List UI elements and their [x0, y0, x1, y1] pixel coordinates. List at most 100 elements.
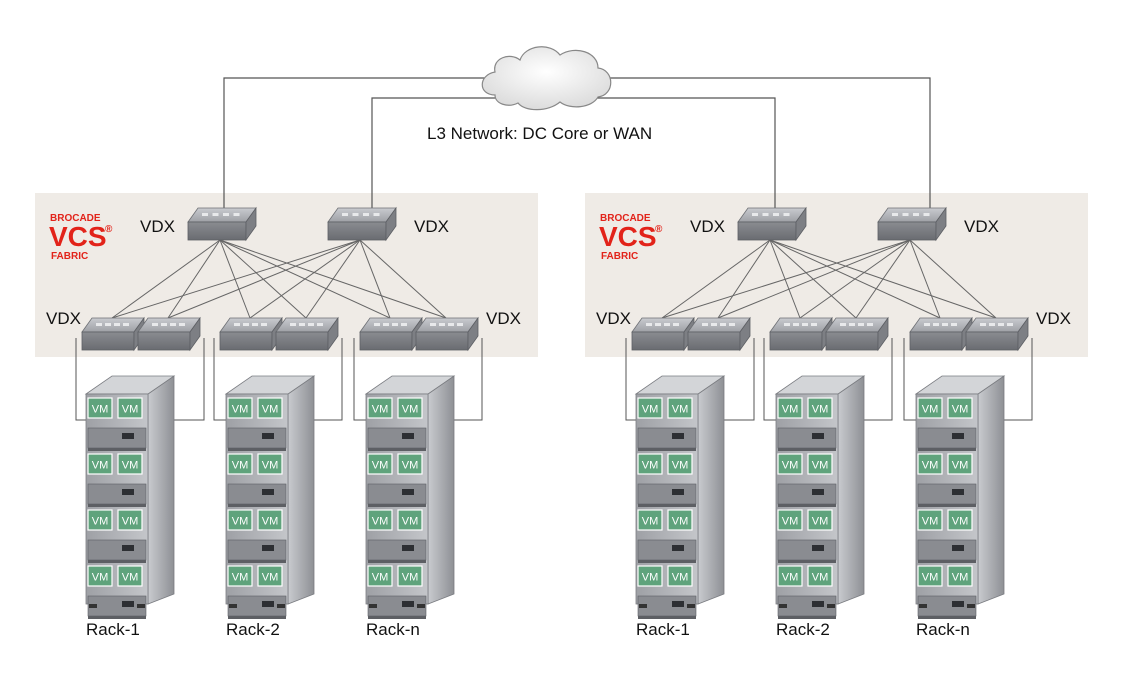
- network-label: L3 Network: DC Core or WAN: [427, 124, 652, 143]
- server-unit: [637, 483, 697, 505]
- logo-brand: BROCADE: [50, 213, 101, 224]
- vm-label: VM: [922, 404, 939, 416]
- server-unit: [777, 539, 837, 561]
- leaf-switch-icon: [965, 316, 1029, 352]
- mesh-link: [167, 239, 221, 319]
- vm-label: VM: [952, 516, 969, 528]
- vm-label: VM: [952, 460, 969, 472]
- rack-label: Rack-1: [636, 620, 690, 639]
- server-unit: [777, 427, 837, 449]
- logo-brand: BROCADE: [600, 213, 651, 224]
- vm-icon: VM: [367, 509, 393, 531]
- vm-label: VM: [922, 572, 939, 584]
- vm-label: VM: [642, 404, 659, 416]
- wan-uplinks: [223, 77, 931, 212]
- vm-label: VM: [782, 572, 799, 584]
- mesh-links: [111, 239, 447, 319]
- mesh-link: [661, 239, 771, 319]
- mesh-link: [249, 239, 361, 319]
- leaf-label: VDX: [46, 309, 81, 328]
- vm-label: VM: [232, 460, 249, 472]
- vm-icon: VM: [117, 565, 143, 587]
- vm-label: VM: [232, 516, 249, 528]
- vm-label: VM: [672, 404, 689, 416]
- rack-label: Rack-n: [916, 620, 970, 639]
- vm-icon: VM: [807, 453, 833, 475]
- vm-label: VM: [672, 516, 689, 528]
- vm-label: VM: [782, 460, 799, 472]
- vm-label: VM: [812, 572, 829, 584]
- vm-icon: VM: [637, 453, 663, 475]
- vm-icon: VM: [917, 453, 943, 475]
- vm-icon: VM: [637, 509, 663, 531]
- vm-label: VM: [402, 404, 419, 416]
- vm-icon: VM: [227, 453, 253, 475]
- vm-label: VM: [672, 460, 689, 472]
- vm-label: VM: [262, 460, 279, 472]
- vm-label: VM: [372, 460, 389, 472]
- vm-label: VM: [232, 572, 249, 584]
- leaf-label: VDX: [596, 309, 631, 328]
- vm-label: VM: [122, 404, 139, 416]
- server-unit: [917, 483, 977, 505]
- vm-icon: VM: [667, 397, 693, 419]
- vm-icon: VM: [917, 509, 943, 531]
- vm-label: VM: [782, 404, 799, 416]
- uplink-line: [371, 97, 515, 212]
- rack-label: Rack-2: [226, 620, 280, 639]
- vm-label: VM: [372, 572, 389, 584]
- vm-icon: VM: [777, 397, 803, 419]
- rack-label: Rack-n: [366, 620, 420, 639]
- leaf-switch-icon: [137, 316, 201, 352]
- leaf-switch-icon: [631, 316, 695, 352]
- spine-label: VDX: [140, 217, 175, 236]
- server-unit: [367, 483, 427, 505]
- mesh-link: [305, 239, 361, 319]
- server-rack: VM VM VM VM VM VM VM VM: [914, 375, 1006, 619]
- spine-switch-icon: [187, 206, 257, 242]
- vm-icon: VM: [667, 453, 693, 475]
- uplink-line: [223, 77, 505, 212]
- leaf-switch-icon: [825, 316, 889, 352]
- spine-label: VDX: [414, 217, 449, 236]
- leaf-switch-icon: [909, 316, 973, 352]
- uplink-line: [600, 77, 931, 212]
- server-unit: [87, 539, 147, 561]
- vm-label: VM: [402, 572, 419, 584]
- rack-label: Rack-1: [86, 620, 140, 639]
- rack-label: Rack-2: [776, 620, 830, 639]
- logo-sub: FABRIC: [601, 251, 638, 262]
- vm-icon: VM: [227, 397, 253, 419]
- mesh-link: [359, 239, 447, 319]
- leaf-switch-icon: [769, 316, 833, 352]
- leaf-switch-icon: [359, 316, 423, 352]
- server-unit: [367, 427, 427, 449]
- vm-label: VM: [952, 404, 969, 416]
- spine-label: VDX: [964, 217, 999, 236]
- mesh-link: [909, 239, 941, 319]
- mesh-link: [111, 239, 361, 319]
- vm-label: VM: [372, 516, 389, 528]
- server-unit: [227, 483, 287, 505]
- logo-reg: ®: [655, 224, 663, 235]
- mesh-link: [111, 239, 221, 319]
- vm-icon: VM: [807, 509, 833, 531]
- vm-label: VM: [92, 404, 109, 416]
- leaf-label: VDX: [486, 309, 521, 328]
- mesh-link: [799, 239, 911, 319]
- vm-icon: VM: [227, 565, 253, 587]
- vm-icon: VM: [87, 397, 113, 419]
- vm-icon: VM: [87, 565, 113, 587]
- vm-icon: VM: [637, 397, 663, 419]
- vm-label: VM: [922, 460, 939, 472]
- vm-label: VM: [262, 572, 279, 584]
- vm-icon: VM: [947, 565, 973, 587]
- vm-icon: VM: [947, 453, 973, 475]
